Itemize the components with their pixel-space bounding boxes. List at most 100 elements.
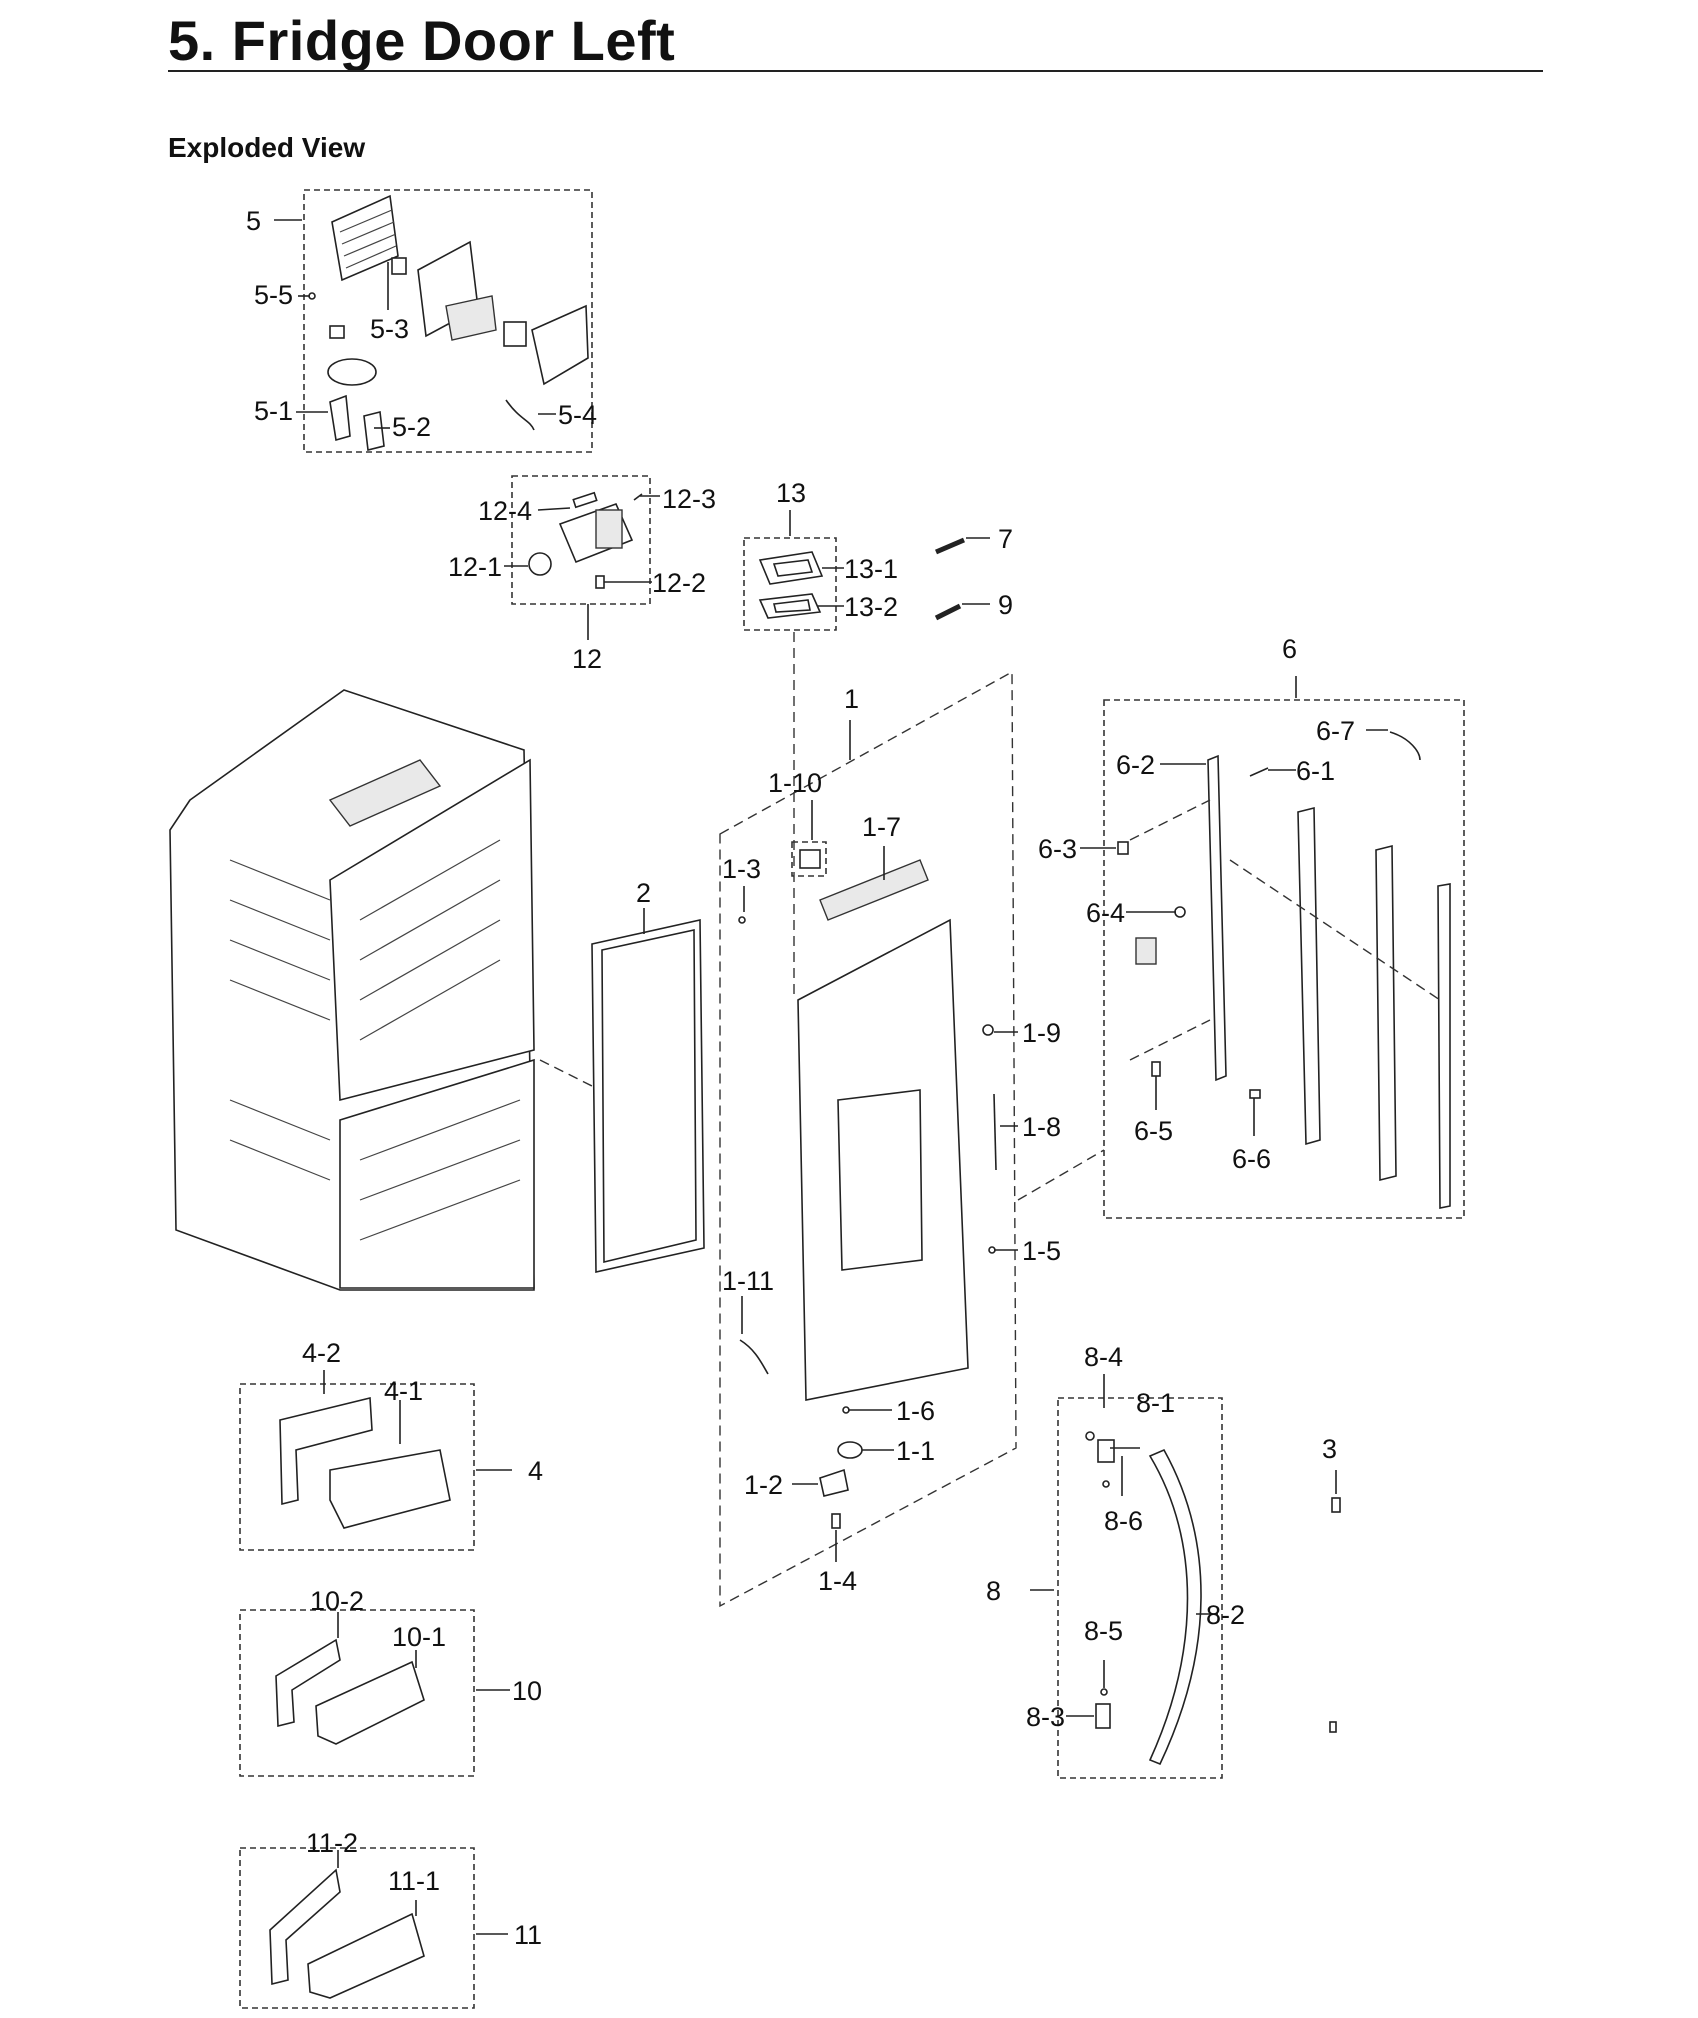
part-8-1 [1097, 1439, 1115, 1463]
callout-6-3: 6-3 [1038, 834, 1077, 864]
group-1-door-assembly: 1 1-10 1-7 1-3 1-9 1-8 1-5 1-11 1-6 1-1 … [719, 670, 1061, 1608]
callout-8: 8 [986, 1576, 1001, 1606]
callout-6-4: 6-4 [1086, 898, 1125, 928]
callout-10: 10 [512, 1676, 542, 1706]
callout-1-10: 1-10 [768, 768, 822, 798]
part-6-5 [1151, 1061, 1161, 1077]
callout-12-2: 12-2 [652, 568, 706, 598]
part-6-rail-b [1375, 844, 1397, 1182]
group-1-box [719, 670, 1017, 1608]
callout-8-5: 8-5 [1084, 1616, 1123, 1646]
part-6-1 [1249, 767, 1269, 777]
part-4-1 [329, 1449, 451, 1529]
part-12-1 [528, 552, 552, 576]
callout-1-8: 1-8 [1022, 1112, 1061, 1142]
part-1-11 [739, 1339, 769, 1375]
group-5-box [303, 189, 593, 453]
callout-4-1: 4-1 [384, 1376, 423, 1406]
part-5-cover [531, 304, 589, 386]
part-3-screw-b [1329, 1721, 1337, 1733]
part-8-2 [1148, 1448, 1202, 1766]
callout-1-9: 1-9 [1022, 1018, 1061, 1048]
title-rule [168, 70, 1543, 72]
callout-12: 12 [572, 644, 602, 674]
part-5-lever [445, 295, 497, 341]
part-12-3 [633, 493, 643, 501]
callout-1-3: 1-3 [722, 854, 761, 884]
part-6-rail-c [1437, 883, 1451, 1209]
group-8-handle-assembly: 8-4 8-1 8-6 8 8-2 8-5 8-3 [986, 1342, 1245, 1779]
part-3-screw-a [1331, 1497, 1341, 1513]
callout-13: 13 [776, 478, 806, 508]
part-2-door-gasket: 2 [591, 878, 705, 1273]
callout-13-1: 13-1 [844, 554, 898, 584]
group-11-door-bin: 11-2 11-1 11 [239, 1828, 542, 2009]
callout-1-11: 1-11 [722, 1266, 774, 1296]
part-5-small-a [329, 325, 345, 339]
group-13-gaskets: 13 13-1 13-2 [743, 478, 898, 1000]
part-5-4-wire [505, 399, 535, 431]
callout-12-4: 12-4 [478, 496, 532, 526]
part-12-2 [595, 575, 605, 589]
part-12-motor [595, 509, 623, 549]
part-6-bracket [1135, 937, 1157, 965]
callout-1-7: 1-7 [862, 812, 901, 842]
part-8-6 [1102, 1480, 1110, 1488]
callout-6: 6 [1282, 634, 1297, 664]
page-title: 5. Fridge Door Left [168, 9, 676, 72]
callout-12-1: 12-1 [448, 552, 502, 582]
callout-4-2: 4-2 [302, 1338, 341, 1368]
callout-6-5: 6-5 [1134, 1116, 1173, 1146]
part-8-4 [1085, 1431, 1095, 1441]
callout-1-5: 1-5 [1022, 1236, 1061, 1266]
part-5-3 [391, 257, 407, 275]
callout-12-3: 12-3 [662, 484, 716, 514]
callout-8-3: 8-3 [1026, 1702, 1065, 1732]
group-4-door-bin: 4-2 4-1 4 [239, 1338, 543, 1551]
group-12-chute-assembly: 12-4 12-3 12-1 12-2 12 [448, 475, 716, 674]
part-5-grille [331, 194, 399, 282]
callout-11-1: 11-1 [388, 1866, 440, 1896]
part-11-2 [269, 1868, 341, 1986]
callout-8-2: 8-2 [1206, 1600, 1245, 1630]
callout-13-2: 13-2 [844, 592, 898, 622]
part-3-screws: 3 [1322, 1434, 1341, 1733]
refrigerator-cabinet [169, 689, 661, 1291]
part-1-1 [837, 1441, 863, 1459]
callout-6-7: 6-7 [1316, 716, 1355, 746]
part-12-4 [572, 491, 598, 509]
callout-5-5: 5-5 [254, 280, 293, 310]
cabinet-top-control [328, 759, 442, 827]
part-6-2 [1207, 754, 1227, 1082]
part-8-5 [1100, 1688, 1108, 1696]
callout-6-1: 6-1 [1296, 756, 1335, 786]
parts-7-and-9: 7 9 [934, 524, 1013, 621]
callout-6-2: 6-2 [1116, 750, 1155, 780]
callout-11: 11 [514, 1920, 542, 1950]
part-6-4 [1174, 906, 1186, 918]
part-8-3 [1095, 1703, 1111, 1729]
callout-1: 1 [844, 684, 859, 714]
part-6-3 [1117, 841, 1129, 855]
callout-4: 4 [528, 1456, 543, 1486]
callout-1-2: 1-2 [744, 1470, 783, 1500]
part-1-dispenser-recess [837, 1089, 923, 1271]
callout-10-2: 10-2 [310, 1586, 364, 1616]
callout-1-6: 1-6 [896, 1396, 935, 1426]
section-subtitle: Exploded View [168, 132, 366, 163]
group-12-box [511, 475, 651, 605]
part-1-2 [819, 1468, 849, 1497]
part-1-7 [819, 859, 929, 921]
part-1-3 [738, 916, 746, 924]
cabinet-lower-opening [339, 1058, 535, 1289]
part-5-motor [327, 358, 377, 386]
group-5-dispenser-assembly: 5 5-5 5-3 5-1 5-2 5-4 [246, 189, 597, 453]
part-6-7 [1389, 731, 1421, 761]
callout-8-4: 8-4 [1084, 1342, 1123, 1372]
callout-8-1: 8-1 [1136, 1388, 1175, 1418]
part-11-1 [307, 1912, 425, 1999]
group-13-box [743, 537, 837, 631]
part-10-2 [275, 1638, 341, 1728]
group-6-box [1103, 699, 1465, 1219]
